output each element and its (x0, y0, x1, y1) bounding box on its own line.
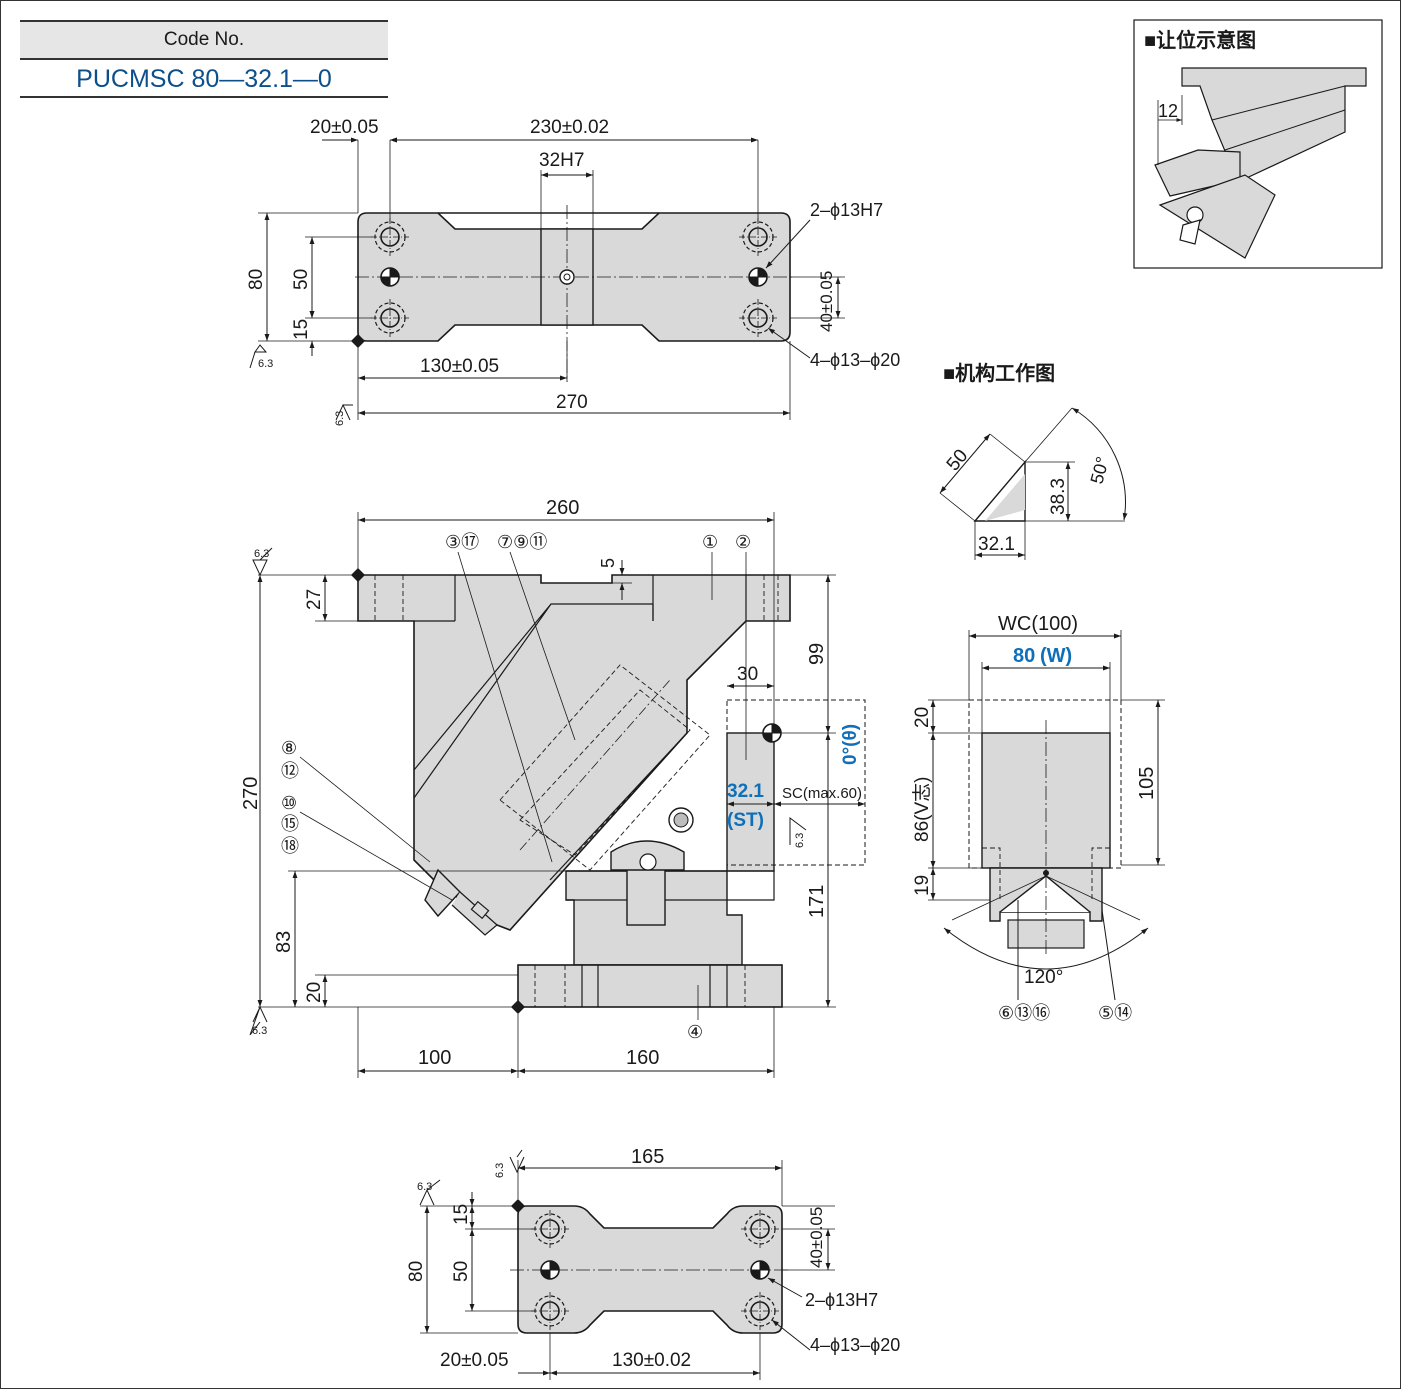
dim-15-label: 15 (291, 319, 312, 340)
mechanism-dim-32: 32.1 (978, 534, 1015, 555)
side-view-labels: WC(100) 80 (W) 20 86(V志) 19 105 120° ⑥⑬⑯… (911, 613, 1158, 1023)
dim-27-label: 27 (304, 589, 325, 610)
st-value-label: 32.1 (727, 781, 764, 802)
dim-260-label: 260 (546, 497, 579, 519)
pin-hole-icon (750, 1260, 770, 1280)
callout-6-13-16: ⑥⑬⑯ (998, 1003, 1050, 1023)
bottom-view-labels: 165 80 15 50 40±0.05 2–ϕ13H7 4–ϕ13–ϕ20 2… (406, 1146, 900, 1371)
side-angle-120: 120° (1024, 967, 1063, 988)
callout-5-14: ⑤⑭ (1098, 1003, 1132, 1023)
roughness-label: 6.3 (334, 411, 346, 426)
clearance-title: ■让位示意图 (1144, 28, 1256, 52)
callout-4: ④ (687, 1022, 703, 1042)
dim-130-label: 130±0.05 (420, 356, 499, 377)
side-dim-105: 105 (1136, 767, 1158, 800)
clearance-dim-12: 12 (1158, 101, 1178, 121)
w-label: (W) (1040, 645, 1072, 667)
mechanism-diagram (939, 407, 1128, 560)
bottom-holes-2: 2–ϕ13H7 (805, 1290, 878, 1310)
roughness-label: 6.3 (252, 1025, 267, 1037)
dim-20-label: 20 (304, 982, 325, 1003)
top-view (249, 137, 845, 421)
wc-label: WC(100) (998, 613, 1078, 635)
upper-body (357, 574, 791, 931)
callout-3-17: ③⑰ (445, 532, 479, 552)
callout-10: ⑩ (281, 793, 297, 813)
holes-2-label: 2–ϕ13H7 (810, 200, 883, 220)
roughness-label: 6.3 (794, 833, 806, 848)
dim-50-label: 50 (291, 269, 312, 290)
callout-12: ⑫ (281, 761, 299, 781)
pin-hole-icon (380, 267, 400, 287)
bottom-dim-80: 80 (406, 1261, 427, 1282)
dim-20-label: 20±0.05 (310, 117, 379, 138)
dim-30-label: 30 (737, 664, 758, 685)
callout-18: ⑱ (281, 836, 299, 856)
roughness-label: 6.3 (494, 1163, 506, 1178)
bottom-dim-165: 165 (631, 1146, 664, 1168)
front-view (249, 512, 866, 1078)
mechanism-labels: ■机构工作图 50 38.3 32.1 50° (943, 361, 1113, 555)
bottom-dim-40: 40±0.05 (807, 1207, 826, 1268)
dim-80-label: 80 (246, 269, 267, 290)
mechanism-dim-50: 50 (943, 446, 973, 476)
dim-5-label: 5 (598, 558, 618, 568)
clearance-inset-labels: ■让位示意图 12 (1144, 28, 1256, 121)
callout-15: ⑮ (281, 814, 299, 834)
pin-hole-icon (540, 1260, 560, 1280)
w-value-label: 80 (1013, 645, 1035, 667)
bottom-dim-20: 20±0.05 (440, 1350, 509, 1371)
bottom-holes-4: 4–ϕ13–ϕ20 (810, 1335, 900, 1355)
dim-40-label: 40±0.05 (817, 271, 836, 332)
base-plate (517, 964, 783, 1008)
mechanism-title: ■机构工作图 (943, 361, 1055, 385)
side-dim-86: 86(V志) (911, 777, 933, 842)
side-dim-20: 20 (912, 707, 933, 728)
bottom-dim-50: 50 (451, 1261, 472, 1282)
clearance-inset (1133, 19, 1383, 269)
roughness-label: 6.3 (258, 358, 273, 370)
pin-hole-icon (748, 267, 768, 287)
code-header: Code No. (20, 20, 388, 60)
st-label: (ST) (727, 810, 764, 831)
slider-block (726, 732, 775, 872)
dim-160-label: 160 (626, 1047, 659, 1069)
code-number-box: Code No. PUCMSC 80—32.1—0 (20, 20, 388, 98)
dim-100-label: 100 (418, 1047, 451, 1069)
dim-230-label: 230±0.02 (530, 117, 609, 138)
dim-171-label: 171 (806, 885, 828, 918)
callout-7-9-11: ⑦⑨⑪ (497, 532, 547, 552)
holes-4-label: 4–ϕ13–ϕ20 (810, 350, 900, 370)
roughness-label: 6.3 (254, 548, 269, 560)
dim-32h7-label: 32H7 (539, 150, 584, 171)
theta-label: 0°(θ) (840, 724, 861, 765)
top-view-labels: 20±0.05 230±0.02 32H7 2–ϕ13H7 4–ϕ13–ϕ20 … (246, 117, 900, 426)
dim-270-label: 270 (556, 392, 588, 413)
side-view (928, 630, 1165, 1001)
side-dim-19: 19 (912, 875, 933, 896)
dim-83-label: 83 (273, 931, 295, 953)
callout-8: ⑧ (281, 738, 297, 758)
mechanism-angle-50: 50° (1087, 455, 1113, 486)
callout-2: ② (735, 532, 751, 552)
roughness-label: 6.3 (417, 1181, 432, 1193)
callout-1: ① (702, 532, 718, 552)
dim-99-label: 99 (806, 643, 828, 665)
bottom-dim-15: 15 (451, 1204, 472, 1225)
sc-label: SC(max.60) (782, 785, 862, 802)
bottom-plate-outline (517, 1205, 783, 1334)
mechanism-dim-38: 38.3 (1048, 478, 1069, 515)
dim-270-label: 270 (240, 777, 262, 810)
bottom-view (419, 1149, 835, 1380)
front-view-labels: 260 27 5 270 83 20 99 171 100 160 30 32.… (240, 497, 862, 1069)
bottom-dim-130: 130±0.02 (612, 1350, 691, 1371)
code-value: PUCMSC 80—32.1—0 (20, 60, 388, 98)
